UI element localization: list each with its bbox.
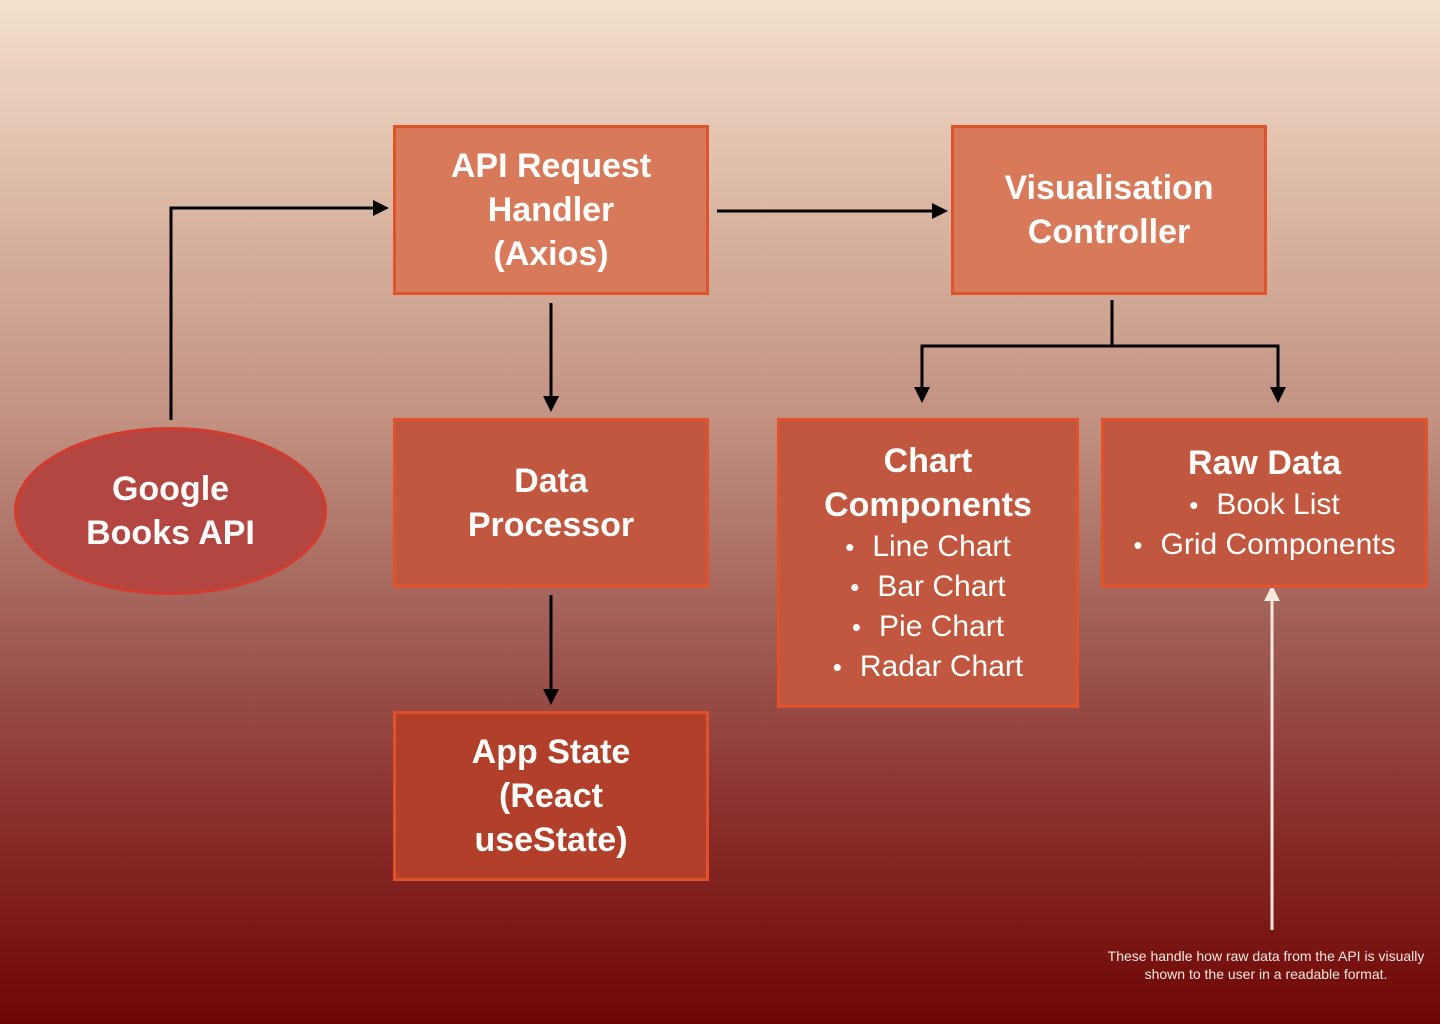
list-item: Bar Chart bbox=[833, 567, 1024, 607]
node-label: (React bbox=[499, 777, 603, 815]
visualisation-controller-node: Visualisation Controller bbox=[951, 125, 1267, 295]
node-label: Data bbox=[514, 462, 588, 500]
arrow-controller-to-raw bbox=[1112, 344, 1286, 403]
node-label: Google bbox=[111, 470, 230, 508]
google-books-api-node: Google Books API bbox=[14, 427, 327, 595]
node-label: Handler bbox=[487, 191, 615, 229]
node-label: API Request bbox=[450, 147, 652, 185]
raw-data-node: Raw Data Book List Grid Components bbox=[1101, 418, 1428, 588]
node-label: (Axios) bbox=[493, 235, 609, 273]
annotation-note: These handle how raw data from the API i… bbox=[1107, 948, 1425, 982]
node-label: Books API bbox=[86, 514, 255, 552]
list-item: Pie Chart bbox=[833, 607, 1024, 647]
api-request-handler-node: API Request Handler (Axios) bbox=[393, 125, 709, 295]
list-item: Grid Components bbox=[1133, 525, 1396, 565]
arrow-controller-to-chart bbox=[914, 344, 1112, 403]
node-label: Controller bbox=[1027, 213, 1191, 251]
chart-components-node: Chart Components Line Chart Bar Chart Pi… bbox=[777, 418, 1079, 708]
node-label: Chart bbox=[883, 442, 973, 480]
node-label: Processor bbox=[467, 506, 635, 544]
node-label: useState) bbox=[474, 821, 628, 859]
chart-components-list: Line Chart Bar Chart Pie Chart Radar Cha… bbox=[833, 527, 1024, 687]
list-item: Line Chart bbox=[833, 527, 1024, 567]
node-label: Visualisation bbox=[1004, 169, 1214, 207]
list-item: Book List bbox=[1133, 485, 1395, 525]
app-state-node: App State (React useState) bbox=[393, 711, 709, 881]
list-item: Radar Chart bbox=[833, 647, 1023, 687]
node-label: Raw Data bbox=[1187, 444, 1342, 482]
arrow-api-to-handler bbox=[169, 200, 389, 420]
raw-data-list: Book List Grid Components bbox=[1133, 485, 1396, 565]
node-label: Components bbox=[824, 486, 1032, 524]
data-processor-node: Data Processor bbox=[393, 418, 709, 588]
node-label: App State bbox=[471, 733, 631, 771]
